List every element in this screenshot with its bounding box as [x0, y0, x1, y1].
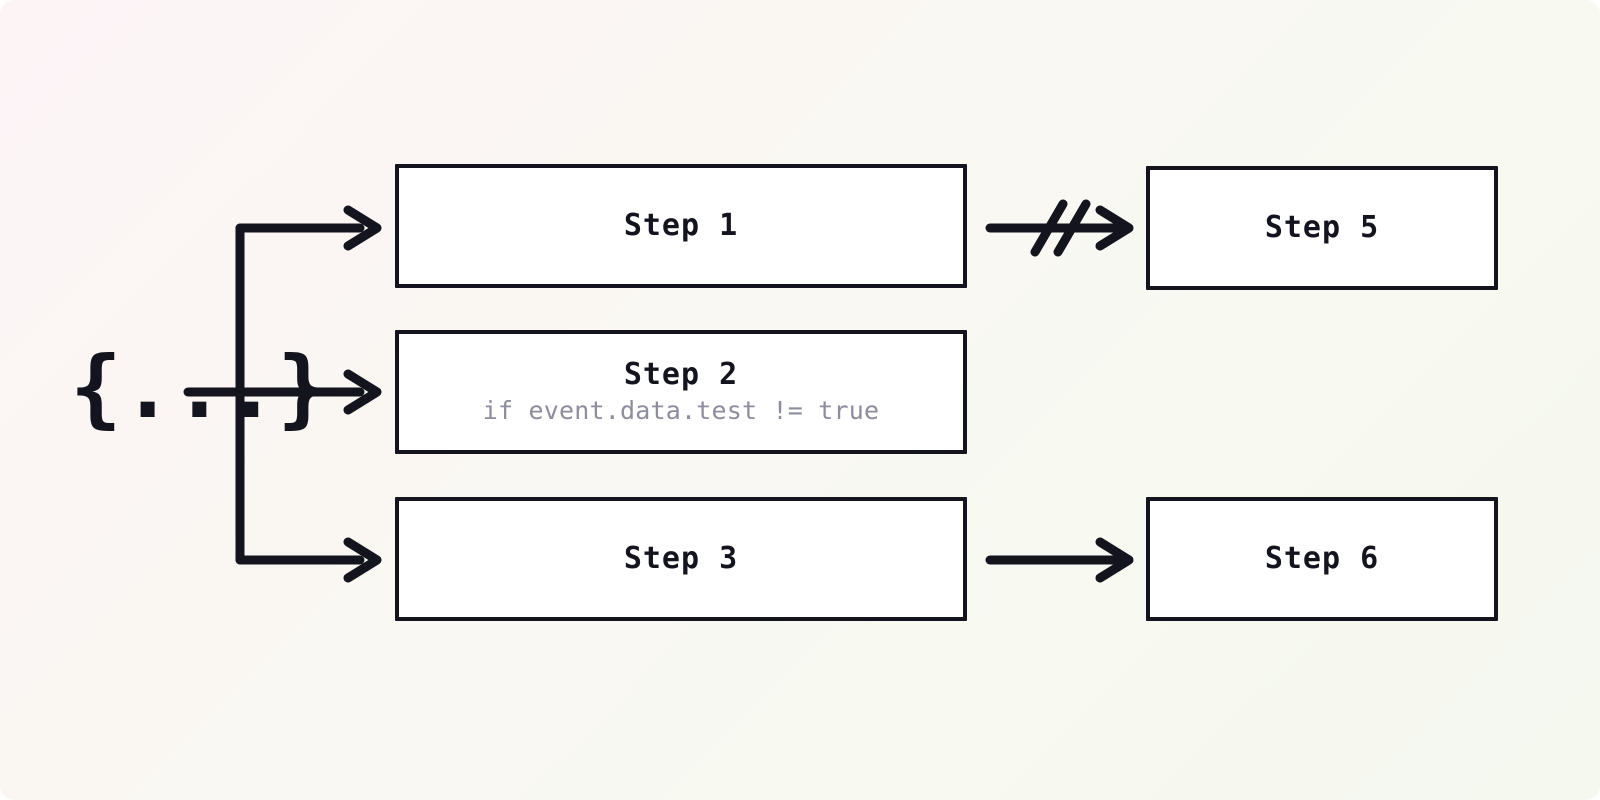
node-step1-title: Step 1	[623, 207, 739, 243]
edge-step1-to-step5-cross-mark-2	[1053, 199, 1091, 257]
event-payload-source: {...}	[70, 338, 329, 438]
edge-source-to-step3-arrowhead	[343, 537, 382, 583]
edge-step3-to-step6-arrowhead	[1095, 537, 1134, 583]
node-step5[interactable]: Step 5	[1146, 166, 1498, 290]
node-step1[interactable]: Step 1	[395, 164, 967, 288]
node-step6[interactable]: Step 6	[1146, 497, 1498, 621]
node-step6-title: Step 6	[1264, 540, 1380, 576]
edge-source-to-step1-arrowhead	[343, 205, 382, 251]
node-step2-title: Step 2	[623, 357, 739, 393]
node-step2-condition: if event.data.test != true	[482, 395, 880, 425]
node-step5-title: Step 5	[1264, 209, 1380, 245]
edge-step1-to-step5-cross-mark-1	[1030, 199, 1068, 257]
node-step3[interactable]: Step 3	[395, 497, 967, 621]
edge-step1-to-step5-arrowhead	[1095, 205, 1134, 251]
edge-source-to-step2-arrowhead	[343, 369, 382, 415]
node-step3-title: Step 3	[623, 540, 739, 576]
node-step2[interactable]: Step 2 if event.data.test != true	[395, 330, 967, 454]
